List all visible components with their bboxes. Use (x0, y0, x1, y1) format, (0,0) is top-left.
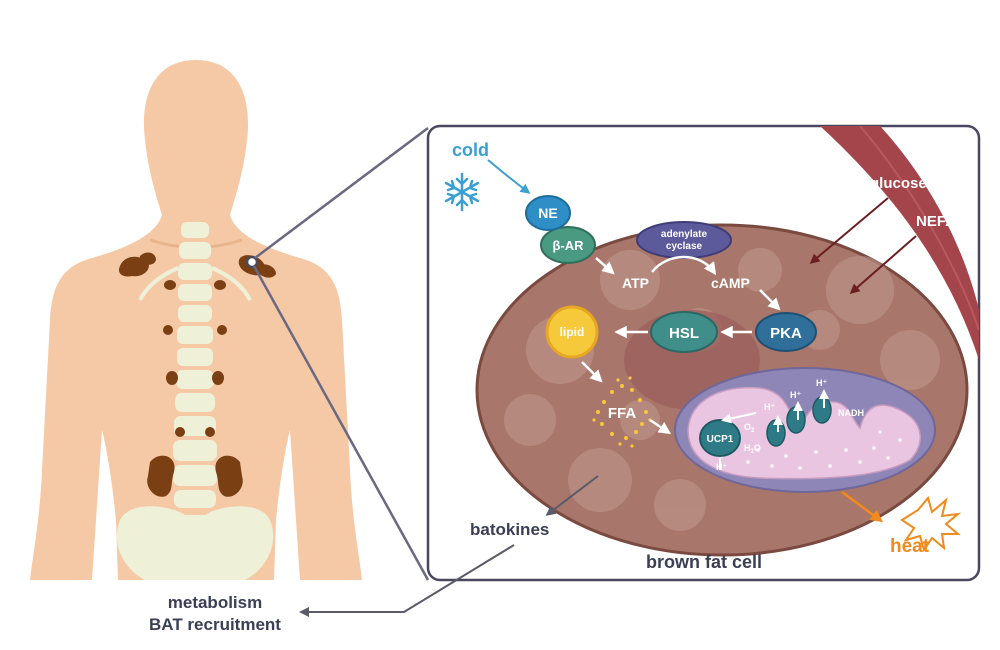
bat-recruitment-label: BAT recruitment (149, 615, 281, 634)
hsl-enzyme (650, 311, 718, 353)
beta-ar-receptor (540, 226, 596, 264)
h-plus-1: H⁺ (764, 402, 775, 412)
blood-vessel (820, 126, 979, 360)
pelvis (116, 506, 274, 580)
glucose-label: glucose (870, 175, 927, 192)
adenylate-label-2: cyclase (666, 241, 703, 252)
mitochondrion (674, 367, 936, 493)
adenylate-label-1: adenylate (661, 229, 708, 240)
heat-label: heat (890, 536, 930, 557)
h-plus-2: H⁺ (790, 390, 801, 400)
lipid-label: lipid (560, 325, 585, 339)
ucp1-protein (699, 419, 741, 457)
human-body (30, 60, 362, 580)
heat-burst-icon (900, 495, 962, 553)
atp-label: ATP (622, 275, 649, 291)
cell-title: brown fat cell (646, 552, 762, 572)
ucp1-label: UCP1 (707, 434, 734, 445)
etc-complexes (766, 396, 832, 447)
ne-molecule (525, 195, 571, 231)
hsl-label: HSL (669, 325, 699, 342)
cold-label: cold (452, 140, 489, 160)
nadh-label: NADH (838, 408, 864, 418)
ne-label: NE (538, 205, 557, 221)
o2-label: O2 (744, 422, 755, 434)
metabolism-label: metabolism (167, 593, 263, 612)
h-plus-3: H⁺ (816, 378, 827, 388)
h-plus-4: H⁺ (716, 462, 727, 472)
batokines-label: batokines (470, 520, 549, 539)
ffa-label: FFA (608, 405, 636, 422)
beta-ar-label: β-AR (552, 238, 584, 253)
adenylate-cyclase (636, 221, 732, 259)
zoom-point (245, 255, 259, 269)
snowflake-icon (444, 172, 480, 212)
metabolism-caption: metabolism BAT recruitment (100, 592, 330, 636)
camp-label: cAMP (711, 275, 750, 291)
lipid-droplet (545, 305, 599, 359)
pka-enzyme (755, 312, 817, 352)
nefa-label: NEFA (916, 213, 956, 230)
h2o-label: H2O (744, 443, 761, 455)
ffa-particles (592, 376, 652, 448)
pka-label: PKA (770, 325, 802, 342)
